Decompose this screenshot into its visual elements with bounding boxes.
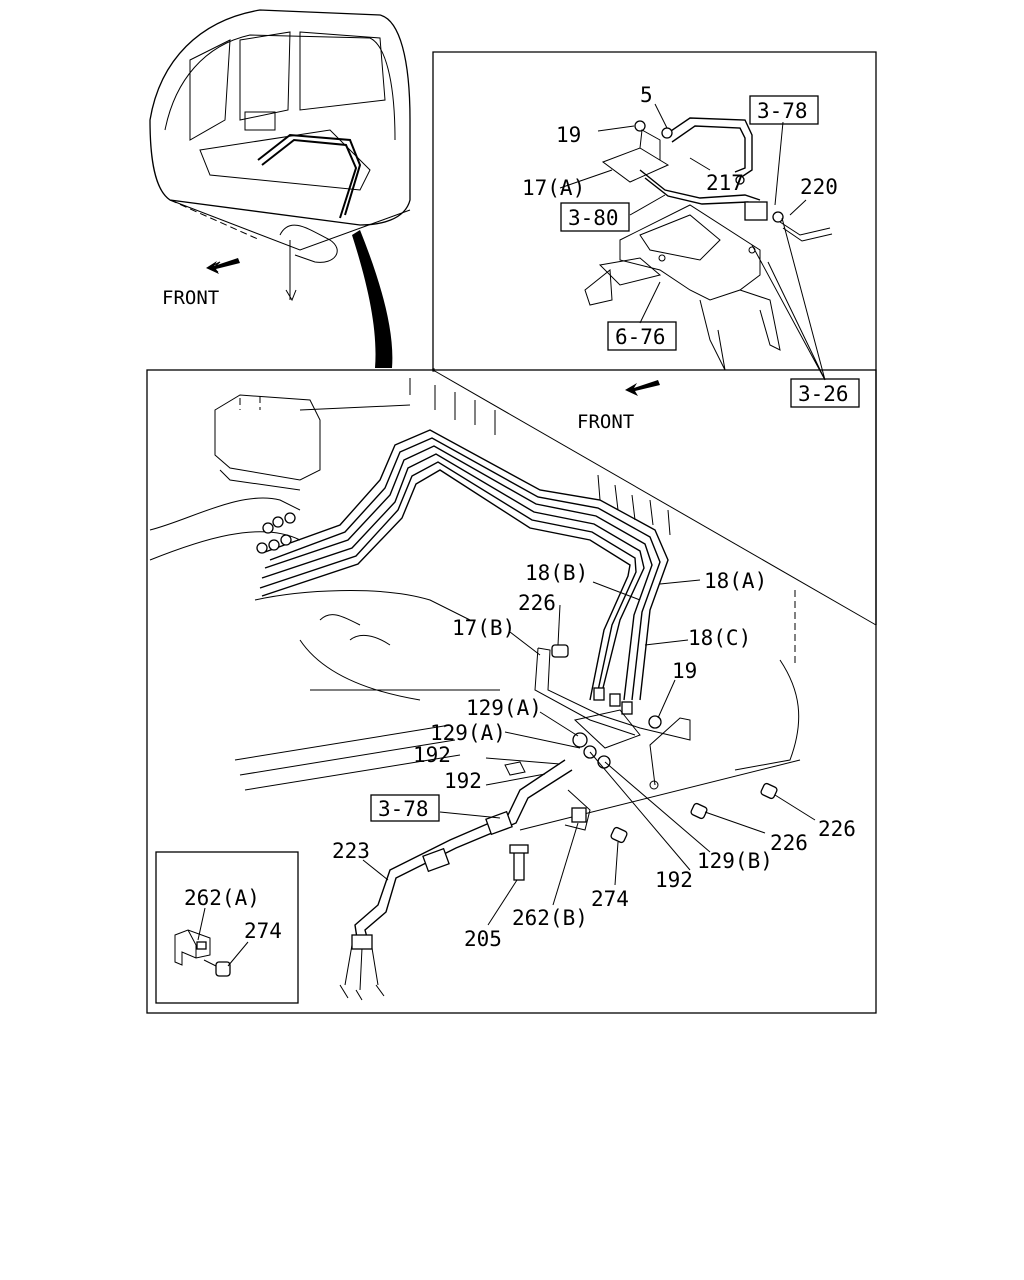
inset-262a: 262(A) 274 [155, 851, 299, 1004]
part-label-129b: 129(B) [697, 849, 773, 873]
part-label-17a: 17(A) [522, 176, 585, 200]
part-label-18a: 18(A) [704, 569, 767, 593]
front-label-top: FRONT [162, 287, 219, 309]
part-label-129a-2: 129(A) [430, 721, 506, 745]
ref-box-3-26 [790, 378, 860, 408]
part-label-129a-1: 129(A) [466, 696, 542, 720]
part-label-192-1: 192 [413, 743, 451, 767]
part-label-226-r2: 226 [770, 831, 808, 855]
part-label-274-inset: 274 [244, 919, 282, 943]
ref-label-3-26: 3-26 [798, 382, 849, 406]
part-label-192-3: 192 [655, 868, 693, 892]
part-label-217: 217 [706, 171, 744, 195]
main-detail-frame [146, 368, 877, 1014]
upper-detail-frame [432, 51, 877, 625]
part-label-262b: 262(B) [512, 906, 588, 930]
part-label-262a: 262(A) [184, 886, 260, 910]
part-label-192-2: 192 [444, 769, 482, 793]
main-detail-labels: 18(B) 18(A) 226 17(B) 18(C) 19 129(A) 12… [332, 561, 856, 951]
part-label-17b: 17(B) [452, 616, 515, 640]
ref-box-3-78-bottom [370, 794, 440, 822]
part-label-205: 205 [464, 927, 502, 951]
ref-label-3-78-bottom: 3-78 [378, 797, 429, 821]
ref-box-3-80 [560, 202, 630, 232]
part-label-274-main: 274 [591, 887, 629, 911]
part-label-226-r1: 226 [818, 817, 856, 841]
part-label-223: 223 [332, 839, 370, 863]
part-label-19-mid: 19 [672, 659, 697, 683]
upper-detail-parts [559, 103, 833, 396]
ref-box-3-78-top [749, 95, 819, 125]
upper-detail-labels: 5 19 17(A) 217 220 3-78 3-80 6-76 3-26 F… [522, 83, 860, 433]
ref-box-6-76 [607, 321, 677, 351]
front-label-mid: FRONT [577, 411, 634, 433]
part-label-18c: 18(C) [688, 626, 751, 650]
part-label-5: 5 [640, 83, 653, 107]
part-label-220: 220 [800, 175, 838, 199]
part-label-226-upper: 226 [518, 591, 556, 615]
part-label-19-top: 19 [556, 123, 581, 147]
ref-label-3-80: 3-80 [568, 206, 619, 230]
ref-label-6-76: 6-76 [615, 325, 666, 349]
part-label-18b: 18(B) [525, 561, 588, 585]
cab-overview: FRONT [149, 9, 411, 368]
main-detail-body [149, 378, 816, 1001]
ref-label-3-78-top: 3-78 [757, 99, 808, 123]
